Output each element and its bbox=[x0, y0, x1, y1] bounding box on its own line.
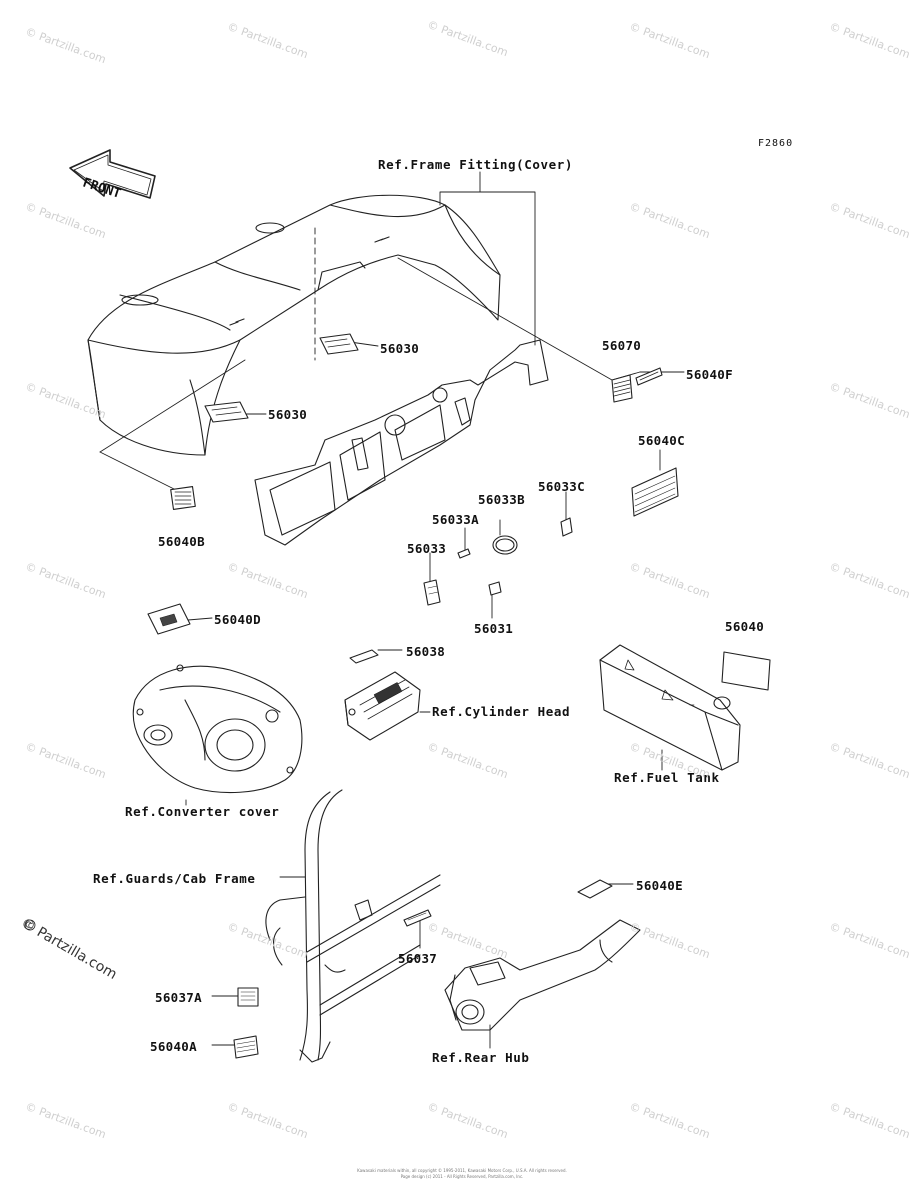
figure-id: F2860 bbox=[758, 138, 794, 149]
ref-converter-cover: Ref.Converter cover bbox=[125, 804, 280, 819]
decal-56040e bbox=[577, 879, 613, 899]
ref-cylinder-head: Ref.Cylinder Head bbox=[432, 704, 571, 719]
decal-56033a bbox=[457, 548, 471, 559]
part-56040d[interactable]: 56040D bbox=[214, 612, 261, 627]
ref-guards-cab-frame: Ref.Guards/Cab Frame bbox=[93, 871, 256, 886]
ref-fuel-tank: Ref.Fuel Tank bbox=[614, 770, 720, 785]
cab-frame-outline bbox=[265, 789, 441, 1063]
decal-56033 bbox=[423, 579, 441, 606]
decal-56070 bbox=[611, 374, 633, 403]
part-56033c[interactable]: 56033C bbox=[538, 479, 585, 494]
part-56040a[interactable]: 56040A bbox=[150, 1039, 197, 1054]
part-56037[interactable]: 56037 bbox=[398, 951, 438, 966]
fuel-tank-outline bbox=[599, 644, 741, 771]
decal-56030-a bbox=[319, 333, 359, 355]
part-56033b[interactable]: 56033B bbox=[478, 492, 525, 507]
rear-hub-outline bbox=[444, 919, 641, 1031]
part-56030-left[interactable]: 56030 bbox=[268, 407, 308, 422]
front-arrow-icon: FRONT bbox=[69, 149, 156, 202]
decal-56037a bbox=[237, 987, 259, 1007]
cover-outline bbox=[87, 194, 501, 456]
part-56030-top[interactable]: 56030 bbox=[380, 341, 420, 356]
part-56040[interactable]: 56040 bbox=[725, 619, 765, 634]
dash-panel-outline bbox=[254, 339, 549, 546]
part-56070[interactable]: 56070 bbox=[602, 338, 642, 353]
decal-56033b bbox=[492, 535, 518, 555]
partzilla-logo: C bbox=[24, 919, 36, 931]
decal-56040 bbox=[721, 651, 771, 691]
decal-56040d bbox=[147, 603, 191, 635]
part-56033a[interactable]: 56033A bbox=[432, 512, 479, 527]
decal-56040f bbox=[635, 367, 663, 386]
ref-frame-fitting: Ref.Frame Fitting(Cover) bbox=[378, 157, 574, 172]
decal-56040b bbox=[170, 486, 196, 510]
svg-text:C: C bbox=[28, 922, 33, 930]
leader-lines bbox=[99, 171, 685, 1049]
part-56031[interactable]: 56031 bbox=[474, 621, 514, 636]
decal-56030-b bbox=[204, 401, 249, 423]
decal-56037 bbox=[403, 909, 432, 927]
part-56037a[interactable]: 56037A bbox=[155, 990, 202, 1005]
part-56040c[interactable]: 56040C bbox=[638, 433, 685, 448]
decal-56038 bbox=[349, 649, 379, 664]
part-56033[interactable]: 56033 bbox=[407, 541, 447, 556]
decal-56031 bbox=[488, 581, 502, 596]
copyright-line: Page design (c) 2011 - All Rights Reserv… bbox=[400, 1174, 524, 1179]
decal-56040c bbox=[631, 467, 679, 517]
part-56040b[interactable]: 56040B bbox=[158, 534, 205, 549]
ref-rear-hub: Ref.Rear Hub bbox=[432, 1050, 530, 1065]
decal-56040a bbox=[233, 1035, 259, 1059]
converter-cover-outline bbox=[132, 664, 303, 794]
part-56040e[interactable]: 56040E bbox=[636, 878, 683, 893]
part-56038[interactable]: 56038 bbox=[406, 644, 446, 659]
decal-56033c bbox=[560, 517, 573, 537]
copyright-line: Kawasaki materials within, all copyright… bbox=[357, 1168, 567, 1173]
cylinder-head-outline bbox=[344, 671, 421, 741]
part-56040f[interactable]: 56040F bbox=[686, 367, 733, 382]
